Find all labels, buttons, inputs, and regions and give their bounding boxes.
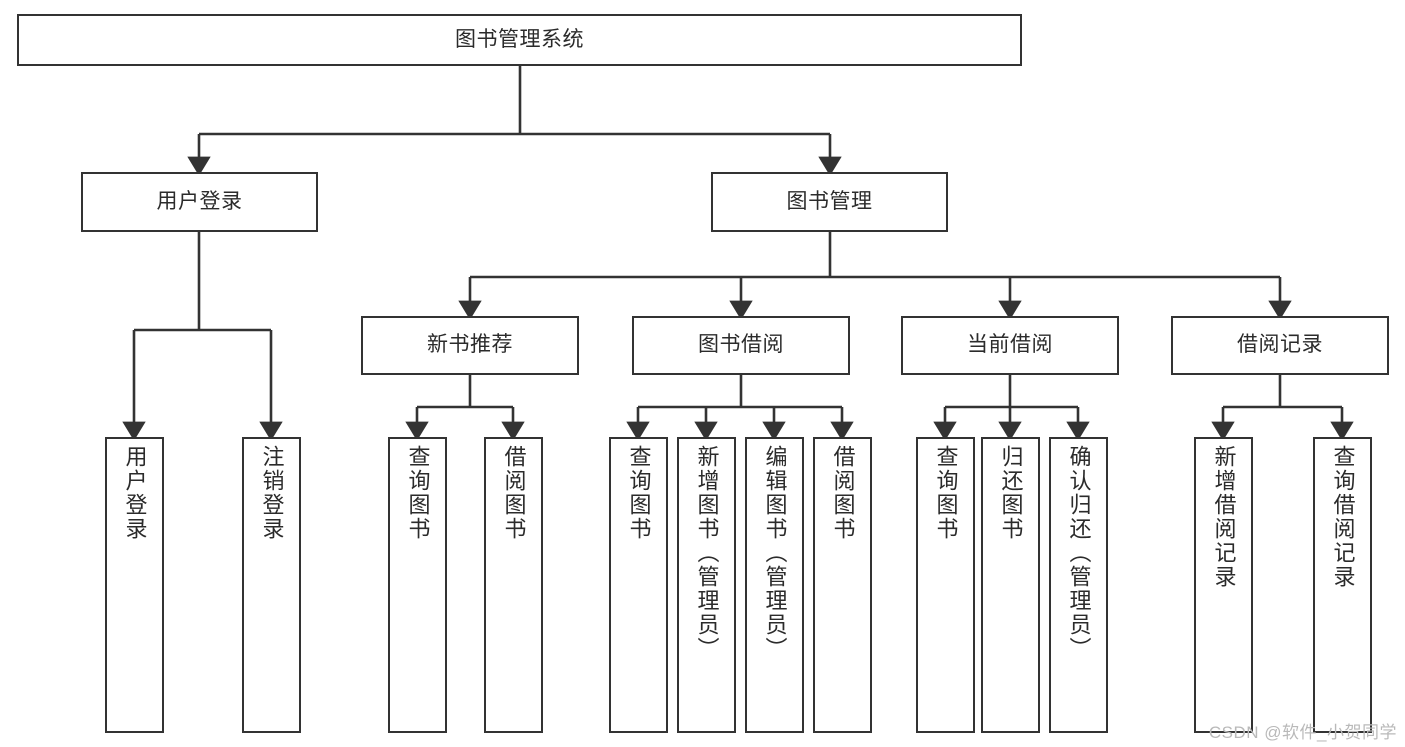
node-label: 图书借阅	[698, 333, 784, 357]
leaf-return-book[interactable]: 归还图书	[981, 437, 1040, 733]
node-label: 新书推荐	[427, 333, 513, 357]
node-label: 归还图书	[998, 445, 1024, 541]
node-label: 编辑图书（管理员）	[762, 445, 788, 661]
leaf-add-borrow-record[interactable]: 新增借阅记录	[1194, 437, 1253, 733]
node-label: 用户登录	[156, 189, 243, 213]
leaf-query-borrow-record[interactable]: 查询借阅记录	[1313, 437, 1372, 733]
leaf-confirm-return-admin[interactable]: 确认归还（管理员）	[1049, 437, 1108, 733]
leaf-user-login[interactable]: 用户登录	[105, 437, 164, 733]
node-label: 用户登录	[122, 445, 148, 541]
node-label: 新增借阅记录	[1211, 445, 1237, 589]
node-label: 借阅记录	[1237, 333, 1323, 357]
leaf-borrow-book[interactable]: 借阅图书	[813, 437, 872, 733]
node-borrow-record[interactable]: 借阅记录	[1171, 316, 1389, 375]
leaf-query-book-current[interactable]: 查询图书	[916, 437, 975, 733]
node-label: 当前借阅	[967, 333, 1053, 357]
node-label: 图书管理系统	[455, 27, 584, 51]
node-label: 图书管理	[786, 189, 873, 213]
watermark-text: CSDN @软件_小贺同学	[1208, 723, 1397, 742]
node-label: 查询图书	[405, 445, 431, 541]
node-user-login[interactable]: 用户登录	[81, 172, 318, 232]
leaf-query-book-recommend[interactable]: 查询图书	[388, 437, 447, 733]
node-label: 查询图书	[626, 445, 652, 541]
node-label: 查询借阅记录	[1330, 445, 1356, 589]
node-label: 新增图书（管理员）	[694, 445, 720, 661]
node-book-management[interactable]: 图书管理	[711, 172, 948, 232]
node-label: 查询图书	[933, 445, 959, 541]
node-label: 借阅图书	[830, 445, 856, 541]
leaf-query-book-borrow[interactable]: 查询图书	[609, 437, 668, 733]
leaf-logout[interactable]: 注销登录	[242, 437, 301, 733]
node-new-book-recommend[interactable]: 新书推荐	[361, 316, 579, 375]
leaf-borrow-book-recommend[interactable]: 借阅图书	[484, 437, 543, 733]
leaf-add-book-admin[interactable]: 新增图书（管理员）	[677, 437, 736, 733]
node-current-borrow[interactable]: 当前借阅	[901, 316, 1119, 375]
leaf-edit-book-admin[interactable]: 编辑图书（管理员）	[745, 437, 804, 733]
node-label: 注销登录	[259, 445, 285, 541]
node-root-system[interactable]: 图书管理系统	[17, 14, 1022, 66]
node-book-borrow[interactable]: 图书借阅	[632, 316, 850, 375]
node-label: 借阅图书	[501, 445, 527, 541]
node-label: 确认归还（管理员）	[1066, 445, 1092, 661]
